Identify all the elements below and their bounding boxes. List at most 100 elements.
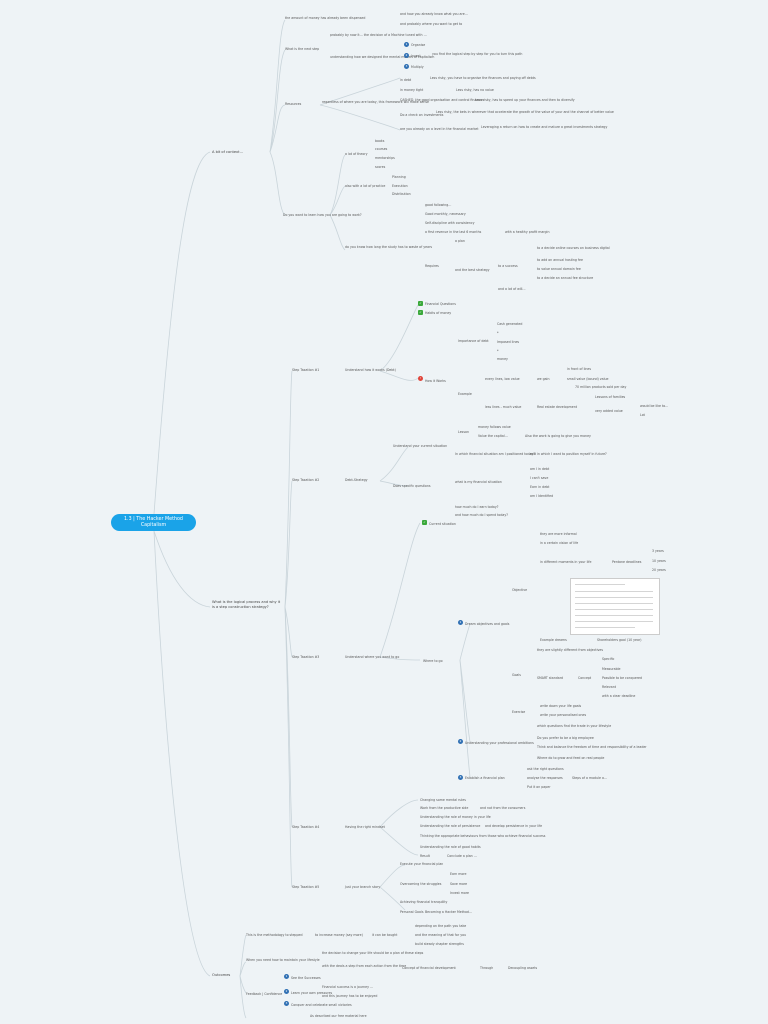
node-step4-sub[interactable]: Having the right mindset xyxy=(345,825,385,829)
node-step3[interactable]: Step Taxation #3 xyxy=(292,655,320,659)
node-struggles[interactable]: Overcoming the struggles xyxy=(400,882,442,886)
node-invest[interactable]: Invest xyxy=(411,54,421,58)
node-put-on-paper[interactable]: Put it on paper xyxy=(527,785,551,789)
node-appropriate-behaviours[interactable]: Thinking the appropriate behaviours from… xyxy=(420,834,546,838)
node-mentorships[interactable]: mentorships xyxy=(375,156,395,160)
node-imposed-lines[interactable]: Imposed lines xyxy=(497,340,520,344)
node-becoming-hacker[interactable]: Becoming a Hacker Method... xyxy=(425,910,472,914)
node-how-much-spend[interactable]: and how much do I spend today? xyxy=(455,513,508,517)
node-write-personalised[interactable]: write your personalised ones xyxy=(540,713,587,717)
node-10-years[interactable]: 10 years xyxy=(652,559,666,563)
node-good-following[interactable]: good following... xyxy=(425,203,452,207)
node-we-gain[interactable]: we gain xyxy=(537,377,550,381)
node-see-successes[interactable]: See the Successes xyxy=(291,976,321,980)
node-decoupling[interactable]: Decoupling assets xyxy=(508,966,538,970)
node-example-dreams[interactable]: Example dreams xyxy=(540,638,567,642)
node-which-questions[interactable]: which questions find the trade in your l… xyxy=(537,724,612,728)
node-financial-plan[interactable]: Establish a financial plan xyxy=(465,776,505,780)
node-specific[interactable]: Specific xyxy=(602,657,615,661)
node-asterisk-1[interactable]: * xyxy=(497,331,499,335)
node-write-life-goals[interactable]: write down your life goals xyxy=(540,704,582,708)
node-deals-step[interactable]: with the deals a step from each action f… xyxy=(322,964,407,968)
node-example[interactable]: Example xyxy=(458,392,472,396)
node-resources[interactable]: Resources xyxy=(285,102,302,106)
node-develop-persistence[interactable]: and develop persistence in your life xyxy=(485,824,543,828)
node-relevant[interactable]: Relevant xyxy=(602,685,616,689)
node-cashed[interactable]: CASHED, the good organisation and contro… xyxy=(400,98,484,102)
node-very-added-value[interactable]: very added value xyxy=(595,409,623,413)
node-step1-sub[interactable]: Understand how it works (Debt) xyxy=(345,368,396,372)
node-role-of-money[interactable]: Understanding the role of money in your … xyxy=(420,815,491,819)
node-how-long[interactable]: do you know how long the study has to wa… xyxy=(345,245,433,249)
node-step5-sub[interactable]: Just your branch story xyxy=(345,885,381,889)
node-objective[interactable]: Objective xyxy=(512,588,528,592)
node-conclude-plan[interactable]: Conclude a plan ... xyxy=(447,854,477,858)
node-would-be-like[interactable]: would be like to... xyxy=(640,404,669,408)
node-real-estate[interactable]: Real estate development xyxy=(537,405,577,409)
node-where-grow[interactable]: Where do to grow and feed on real people xyxy=(537,756,605,760)
node-concept-development[interactable]: Concept of financial development xyxy=(402,966,456,970)
branch-logical-process[interactable]: What is the logical process and why it i… xyxy=(212,600,281,609)
node-distribution[interactable]: Distribution xyxy=(392,192,411,196)
node-invest-more[interactable]: Invest more xyxy=(450,891,469,895)
node-shareholders-goal[interactable]: Shareholders goal (10 year) xyxy=(597,638,642,642)
node-enjoyed[interactable]: and this journey has to be enjoyed xyxy=(322,994,378,998)
node-scores[interactable]: scores xyxy=(375,165,386,169)
node-step2-sub[interactable]: Debt-Strategy xyxy=(345,478,368,482)
node-exercise[interactable]: Exercise xyxy=(512,710,526,714)
node-check-investments-detail[interactable]: Less risky, the bets in wherever that ac… xyxy=(436,110,614,114)
node-execution[interactable]: Execution xyxy=(392,184,408,188)
node-save-more[interactable]: Save more xyxy=(450,882,468,886)
node-right-questions[interactable]: ask the right questions xyxy=(527,767,564,771)
node-in-debt-2[interactable]: am I in debt xyxy=(530,467,550,471)
node-role-persistence[interactable]: Understanding the role of persistence xyxy=(420,824,481,828)
node-cash-generated[interactable]: Cash generated xyxy=(497,322,523,326)
node-big-employee[interactable]: Do you prefer to be a big employee xyxy=(537,736,594,740)
node-lot-of-will[interactable]: and a lot of will... xyxy=(498,287,526,291)
node-current-situation-2[interactable]: Current situation xyxy=(429,522,456,526)
node-first-revenue-detail[interactable]: with a healthy profit margin xyxy=(505,230,550,234)
node-s1[interactable]: to a decide online courses on business d… xyxy=(537,246,610,250)
node-maintain-lifestyle[interactable]: When you need how to maintain your lifes… xyxy=(246,958,320,962)
root-node[interactable]: 1.3 | The Hacker Method Capitalism xyxy=(111,514,196,531)
node-habits-of-money[interactable]: Habits of money xyxy=(425,311,452,315)
node-result[interactable]: Result xyxy=(420,854,430,858)
node-lessons-families[interactable]: Lessons of families xyxy=(595,395,626,399)
node-different-moments[interactable]: in different moments in your life xyxy=(540,560,592,564)
node-earn-in-debt[interactable]: Earn in debt xyxy=(530,485,550,489)
node-planning[interactable]: Planning xyxy=(392,175,406,179)
node-feedback[interactable]: Feedback | Confidence xyxy=(246,992,283,996)
node-can-be-taught[interactable]: it can be taught xyxy=(372,933,398,937)
node-increase-money[interactable]: to increase money (say more) xyxy=(315,933,363,937)
node-courses[interactable]: courses xyxy=(375,147,388,151)
node-where-to-go[interactable]: Where to go xyxy=(423,659,443,663)
node-my-financial[interactable]: what is my financial situation xyxy=(455,480,502,484)
node-a-plan[interactable]: a plan xyxy=(455,239,465,243)
node-celebrate[interactable]: Conquer and celebrate small victories xyxy=(291,1003,352,1007)
branch-context[interactable]: A bit of context... xyxy=(212,150,244,154)
node-s2[interactable]: to add on annual hosting fee xyxy=(537,258,583,262)
node-smart[interactable]: SMART standard xyxy=(537,676,564,680)
node-step5[interactable]: Step Taxation #5 xyxy=(292,885,320,889)
node-step4[interactable]: Step Taxation #4 xyxy=(292,825,320,829)
node-free-material[interactable]: As described our free material here xyxy=(310,1014,367,1018)
node-s3[interactable]: to value annual domain fee xyxy=(537,267,581,271)
node-cashed-detail[interactable]: Less risky, has to speed up your finance… xyxy=(475,98,575,102)
node-lot-of-theory[interactable]: a lot of theory xyxy=(345,152,368,156)
node-small-value[interactable]: small value (bound) value xyxy=(567,377,609,381)
node-best-strategy[interactable]: and the best strategy xyxy=(455,268,490,272)
node-3-years[interactable]: 3 years xyxy=(652,549,664,553)
node-mental-rules[interactable]: Changing some mental rules xyxy=(420,798,466,802)
node-money[interactable]: money xyxy=(497,357,508,361)
node-not-consumers[interactable]: and not from the consumers xyxy=(480,806,526,810)
node-work-money[interactable]: Also the work is going to give you money xyxy=(525,434,591,438)
node-regardless[interactable]: regardless of where you are today, this … xyxy=(322,100,429,104)
node-dispensed-a[interactable]: and how you already know what you are... xyxy=(400,12,468,16)
node-books[interactable]: books xyxy=(375,139,385,143)
node-front-of-lines[interactable]: in front of lines xyxy=(567,367,592,371)
node-think-balance[interactable]: Think and balance the freedom of time an… xyxy=(537,745,647,749)
node-earn-more[interactable]: Earn more xyxy=(450,872,467,876)
node-pentane[interactable]: Pentane deadlines xyxy=(612,560,642,564)
node-deadline[interactable]: with a clear deadline xyxy=(602,694,636,698)
node-identified[interactable]: am I Identified xyxy=(530,494,554,498)
